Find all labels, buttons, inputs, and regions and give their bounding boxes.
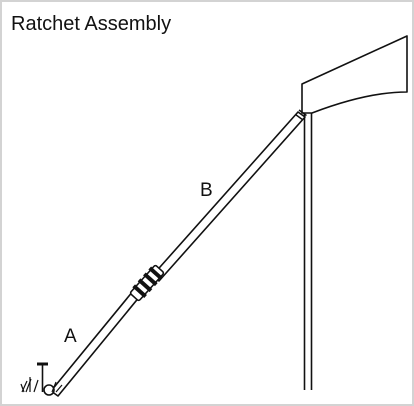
vertical-post (303, 110, 313, 390)
label-a: A (64, 326, 77, 347)
label-b: B (200, 180, 213, 201)
diagram-title: Ratchet Assembly (11, 13, 172, 35)
rod-segment-b (151, 111, 306, 282)
top-plate (301, 35, 408, 114)
grass-tuft (20, 377, 63, 393)
rod-end-cap (295, 109, 307, 121)
ground-stake (37, 362, 55, 396)
ratchet-mechanism (129, 264, 165, 302)
